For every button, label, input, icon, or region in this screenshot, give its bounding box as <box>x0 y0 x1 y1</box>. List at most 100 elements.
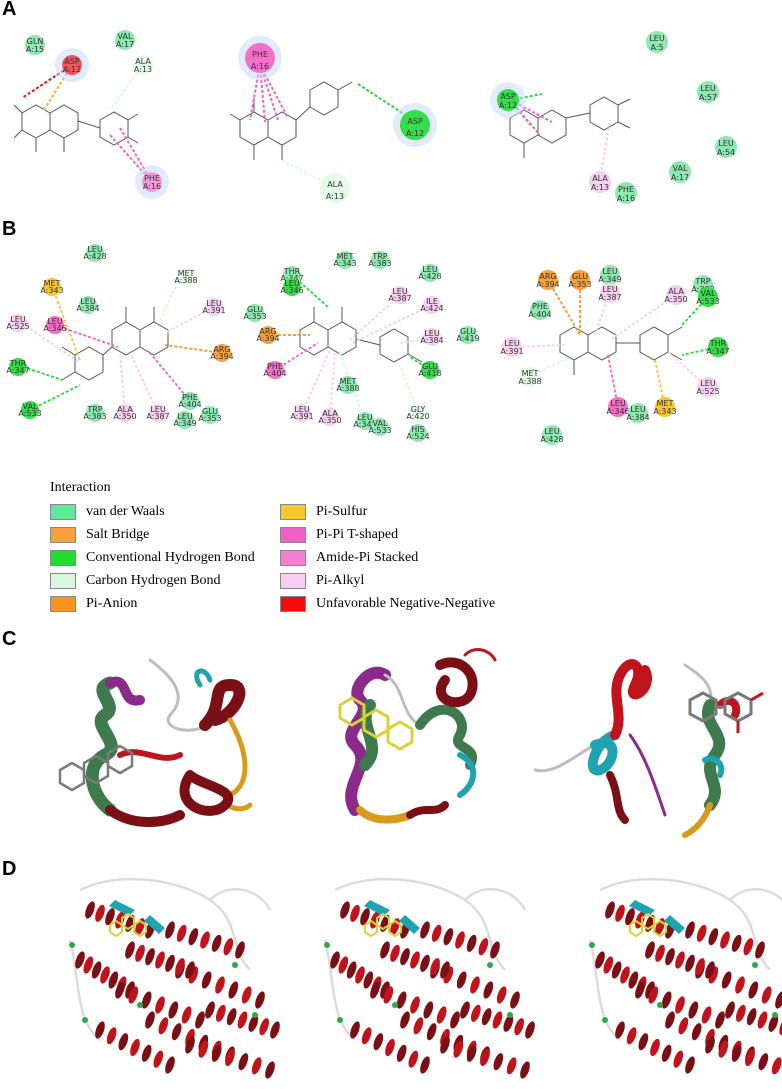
protein-ribbon <box>588 877 782 1075</box>
residue-name: LEU <box>422 265 438 274</box>
residue-number: A:343 <box>40 286 63 295</box>
residue-number: A:17 <box>116 40 134 49</box>
residue-name: VAL <box>118 32 133 41</box>
residue-circle <box>371 251 389 269</box>
protein-ribbon <box>345 648 497 824</box>
residue-number: A:391 <box>290 412 313 421</box>
residue-circle <box>600 265 620 285</box>
residue-name: LEU <box>700 379 716 388</box>
residue-number: A:353 <box>243 312 266 321</box>
panel-d-structure-2 <box>323 877 535 1079</box>
residue-name: ASP <box>64 57 80 66</box>
residue-circle <box>62 55 82 75</box>
legend-swatch <box>280 550 306 566</box>
residue-circle <box>116 404 134 422</box>
residue-number: A:394 <box>256 334 279 343</box>
residue-name: LEU <box>700 84 716 93</box>
residue-name: PHE <box>182 393 198 402</box>
ligand <box>338 696 414 751</box>
ligand <box>58 744 134 792</box>
legend-swatch <box>280 596 306 612</box>
residue-circle <box>697 81 719 103</box>
panel-label-b: B <box>2 218 17 240</box>
residue-circle <box>339 376 357 394</box>
residue-number: A:349 <box>598 275 621 284</box>
residue-number: A:5 <box>650 43 663 52</box>
residue-name: MET <box>337 252 354 261</box>
residue-circle <box>400 110 430 140</box>
legend-label: Salt Bridge <box>86 527 150 542</box>
residue-circle <box>423 328 441 346</box>
residue-circle <box>9 314 27 332</box>
residue-name: VAL <box>673 164 688 173</box>
residue-number: A:346 <box>43 324 66 333</box>
residue-circle <box>698 377 718 397</box>
residue-number: A:404 <box>178 400 201 409</box>
residue-circle <box>646 31 668 53</box>
residue-name: LEU <box>87 245 103 254</box>
residue-name: VAL <box>373 419 388 428</box>
residue-name: ARG <box>539 272 556 281</box>
legend-item: Unfavorable Negative-Negative <box>280 594 495 614</box>
residue-circle <box>266 361 284 379</box>
legend-swatch <box>50 504 76 520</box>
residue-number: A:391 <box>500 347 523 356</box>
ligand-structure <box>299 307 423 363</box>
residue-name: LEU <box>718 139 734 148</box>
residue-circle <box>46 316 64 334</box>
residue-name: ILE <box>426 297 438 306</box>
residue-circle <box>628 403 648 423</box>
legend-swatch <box>50 527 76 543</box>
residue-name: VAL <box>23 402 38 411</box>
residue-circle <box>459 326 477 344</box>
residue-name: LEU <box>504 339 520 348</box>
residue-number: A:346 <box>606 407 629 416</box>
residue-number: A:343 <box>653 407 676 416</box>
ligand-structure <box>13 104 139 152</box>
residue-name: LEU <box>357 413 373 422</box>
residue-circle <box>283 278 301 296</box>
residue-circle <box>391 286 409 304</box>
residue-name: LEU <box>80 297 96 306</box>
legend-label: Carbon Hydrogen Bond <box>86 573 221 588</box>
panel-c-structure-2 <box>338 648 497 824</box>
residue-circle <box>615 182 637 204</box>
residue-circle <box>421 361 439 379</box>
legend-label: van der Waals <box>86 504 165 519</box>
panel-d-structure-3 <box>588 877 782 1075</box>
residue-circle <box>320 173 350 203</box>
residue-name: LEU <box>630 405 646 414</box>
residue-number: A:16 <box>617 194 635 203</box>
residue-circle <box>666 285 686 305</box>
residue-name: ASP <box>500 92 516 101</box>
residue-name: GLU <box>460 327 476 336</box>
residue-number: A:394 <box>210 352 233 361</box>
residue-number: A:525 <box>696 387 719 396</box>
panel-a-diagram-3: ASPA:12LEUA:5LEUA:57LEUA:54VALA:17ALAA:1… <box>490 31 737 204</box>
legend-item: Salt Bridge <box>50 525 149 545</box>
residue-name: LEU <box>47 317 63 326</box>
residue-number: A:387 <box>388 294 411 303</box>
residue-number: A:404 <box>263 369 286 378</box>
ligand-structure <box>559 326 683 375</box>
residue-circle <box>181 392 199 410</box>
residue-circle <box>708 337 728 357</box>
